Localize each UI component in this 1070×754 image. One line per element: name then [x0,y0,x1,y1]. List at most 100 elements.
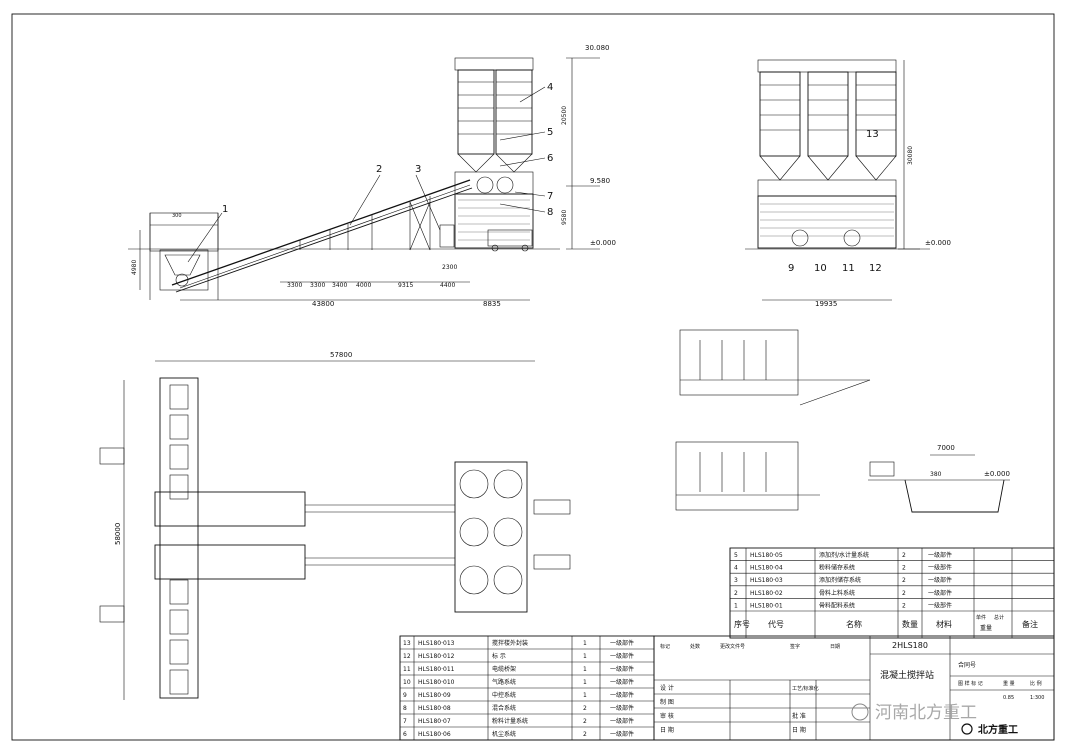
parts-upper-cell-qty: 2 [902,577,906,584]
dim-43800: 43800 [312,300,334,308]
parts-header-weight: 重量 [980,624,992,632]
rev-date: 日期 [830,644,840,650]
parts-lower-cell-note: 一级部件 [610,704,634,712]
front-elevation-view: 30080 ±0.000 19935 9 10 11 12 13 [745,59,951,308]
parts-upper-cell-note: 一级部件 [928,601,952,609]
parts-lower-cell-name: 机尘系统 [492,730,516,738]
parts-upper-cell-code: HLS180·03 [750,577,783,584]
parts-upper-cell-no: 4 [734,565,738,572]
callout-10: 10 [814,263,827,274]
parts-upper-cell-name: 骨料上料系统 [819,589,855,597]
side-elevation-view: 1 2 3 4 5 6 7 8 30.080 9.580 ±0.000 2050… [128,44,616,308]
parts-lower-cell-no: 9 [403,692,407,699]
parts-lower-cell-qty: 2 [583,718,587,725]
parts-lower-cell-no: 13 [403,640,411,647]
parts-lower-cell-name: 粉料计量系统 [492,717,528,725]
parts-lower-cell-name: 搅拌楼外封装 [492,639,528,647]
incline-belt-conveyor [171,179,473,293]
dim-3300-b: 3300 [310,282,325,289]
weight-value: 0.85 [1003,695,1014,701]
callout-8: 8 [547,207,553,218]
dim-2300: 2300 [442,264,457,271]
parts-lower-cell-note: 一级部件 [610,639,634,647]
parts-lower-cell-note: 一级部件 [610,678,634,686]
rev-count: 处数 [690,643,700,650]
parts-upper-cell-qty: 2 [902,552,906,559]
parts-lower-cell-qty: 2 [583,731,587,738]
plan-view: 57800 58000 [99,351,571,700]
parts-lower-cell-code: HLS180·08 [418,705,451,712]
title-block: 2HLS180 混凝土搅拌站 合同号 图 样 标 记 重 量 比 例 0.85 … [653,635,1055,741]
parts-lower-cell-no: 11 [403,666,411,673]
dim-300: 300 [172,213,182,219]
role-approve-date: 日 期 [792,726,806,734]
parts-lower-cell-qty: 2 [583,705,587,712]
parts-lower-cell-code: HLS180·011 [418,666,455,673]
parts-header-code: 代号 [768,619,784,629]
rev-doc: 更改文件号 [720,643,745,650]
dim-9580: 9580 [561,210,568,225]
callout-12: 12 [869,263,882,274]
parts-lower-cell-code: HLS180·07 [418,718,451,725]
dim-9315: 9315 [398,282,413,289]
role-review: 审 核 [660,712,674,720]
role-design: 设 计 [660,684,674,692]
parts-header-remark: 备注 [1022,619,1038,629]
dim-4400: 4400 [440,282,455,289]
parts-lower-cell-name: 标 示 [492,652,506,660]
parts-lower-cell-code: HLS180·012 [418,653,455,660]
dim-7000: 7000 [937,444,955,452]
drawing-title: 混凝土搅拌站 [880,669,934,681]
dim-8835: 8835 [483,300,501,308]
dim-19935: 19935 [815,300,837,308]
parts-upper-cell-no: 2 [734,590,738,597]
elevation-ground-a: ±0.000 [590,239,616,247]
parts-header-qty: 数量 [902,619,918,629]
brand-logo-text: 北方重工 [978,723,1018,736]
role-drafting: 制 图 [660,698,674,706]
parts-upper-cell-name: 添加剂/水计量系统 [819,551,869,559]
parts-lower-cell-no: 10 [403,679,411,686]
dim-3300-a: 3300 [287,282,302,289]
dim-30080: 30080 [907,146,914,165]
pit-section-view: 7000 380 ±0.000 [868,444,1010,513]
elevation-mid: 9.580 [590,177,610,185]
dim-20500: 20500 [561,106,568,125]
rev-mark: 标记 [660,643,670,650]
watermark: 河南北方重工 北方重工 [851,703,1018,736]
callout-1: 1 [222,204,228,215]
parts-header-no: 序号 [734,619,750,629]
scale-label: 比 例 [1030,680,1042,687]
dim-4000: 4000 [356,282,371,289]
role-approve: 批 准 [792,712,806,720]
parts-lower-cell-note: 一级部件 [610,652,634,660]
parts-upper-cell-name: 添加剂储存系统 [819,576,861,584]
brand-logo-icon [961,723,973,735]
parts-lower-cell-no: 6 [403,731,407,738]
callout-13: 13 [866,129,879,140]
parts-lower-cell-name: 中控系统 [492,691,516,699]
weight-label: 重 量 [1003,680,1015,687]
dim-3400: 3400 [332,282,347,289]
callout-2: 2 [376,164,382,175]
elevation-ground-b: ±0.000 [925,239,951,247]
parts-lower-cell-no: 7 [403,718,407,725]
parts-lower-cell-code: HLS180·013 [418,640,455,647]
parts-upper-cell-name: 骨料配料系统 [819,601,855,609]
parts-lower-cell-name: 混合系统 [492,704,516,712]
parts-lower-cell-note: 一级部件 [610,717,634,725]
callout-3: 3 [415,164,421,175]
parts-lower-cell-code: HLS180·010 [418,679,455,686]
callout-9: 9 [788,263,794,274]
dim-4980: 4980 [131,260,138,275]
parts-lower-cell-note: 一级部件 [610,665,634,673]
mixing-tower [454,57,534,252]
parts-lower-cell-no: 12 [403,653,411,660]
parts-header-total-weight: 总计 [994,614,1004,621]
parts-lower-cell-qty: 1 [583,679,587,686]
parts-lower-cell-note: 一级部件 [610,691,634,699]
model-number: 2HLS180 [892,641,928,650]
parts-lower-cell-note: 一级部件 [610,730,634,738]
